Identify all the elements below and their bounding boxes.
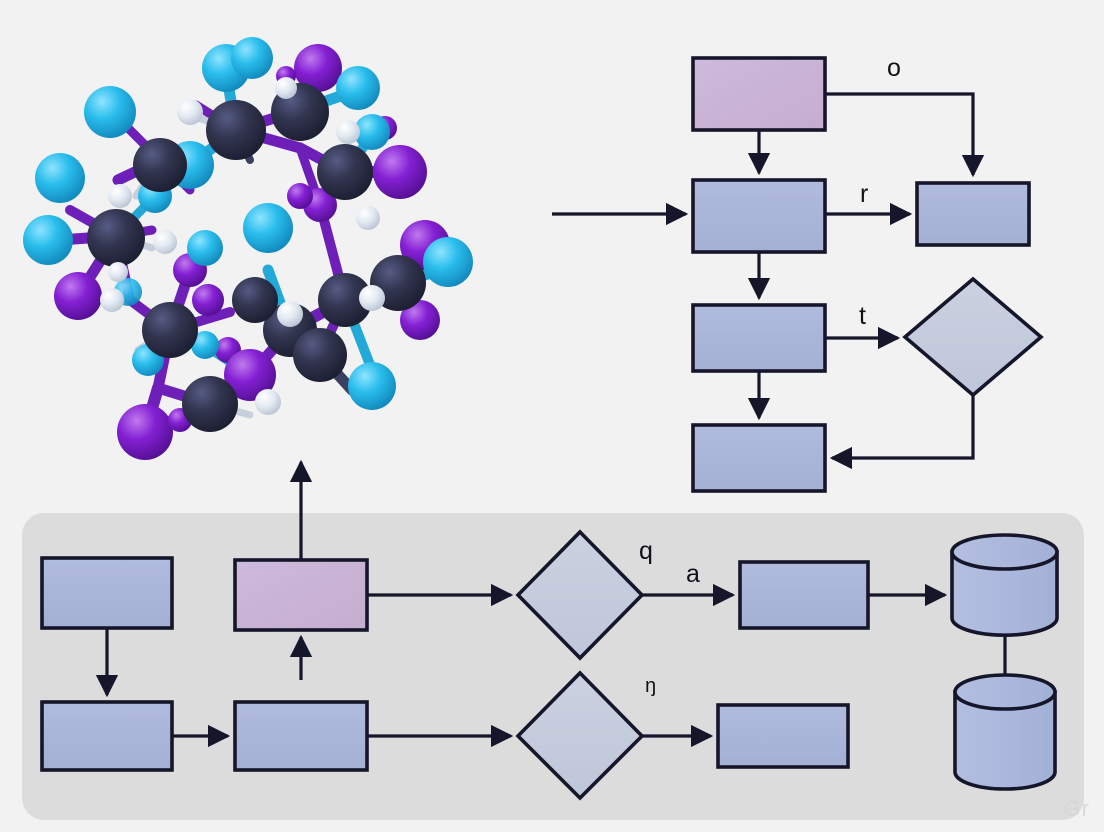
node-datastore-top[interactable] bbox=[950, 533, 1059, 637]
edge-label-a: a bbox=[686, 560, 700, 588]
edge-label-n: ŋ bbox=[645, 675, 657, 697]
node-process-b8[interactable] bbox=[716, 703, 850, 769]
node-process-b4[interactable] bbox=[233, 700, 369, 772]
node-process-b1[interactable] bbox=[40, 556, 174, 630]
node-process-r2[interactable] bbox=[691, 178, 827, 254]
node-decision-b6[interactable] bbox=[515, 670, 645, 801]
node-process-r3[interactable] bbox=[691, 303, 827, 373]
flowchart-connectors bbox=[95, 92, 1017, 748]
datastore-group bbox=[950, 533, 1059, 791]
watermark: Gr bbox=[1063, 796, 1090, 821]
node-datastore-bottom[interactable] bbox=[953, 673, 1057, 791]
node-process-r4[interactable] bbox=[691, 423, 827, 493]
node-process-b3[interactable] bbox=[40, 700, 174, 772]
molecule-atoms-carbon bbox=[87, 83, 426, 432]
edge-label-t: t bbox=[859, 302, 866, 330]
edge-label-r: r bbox=[860, 180, 869, 208]
molecule-atoms-hydrogen bbox=[100, 77, 385, 415]
node-highlight-b2[interactable] bbox=[233, 558, 369, 632]
node-process-r5[interactable] bbox=[915, 181, 1031, 247]
edge-label-o: o bbox=[887, 54, 901, 82]
node-highlight-top-right[interactable] bbox=[691, 56, 827, 132]
node-decision-b5[interactable] bbox=[515, 529, 645, 661]
molecule-atoms-cyan bbox=[23, 37, 473, 410]
node-process-b7[interactable] bbox=[738, 560, 870, 630]
molecular-model-image bbox=[23, 37, 473, 460]
node-decision-r6[interactable] bbox=[902, 276, 1044, 398]
edge-label-q: q bbox=[639, 537, 653, 565]
